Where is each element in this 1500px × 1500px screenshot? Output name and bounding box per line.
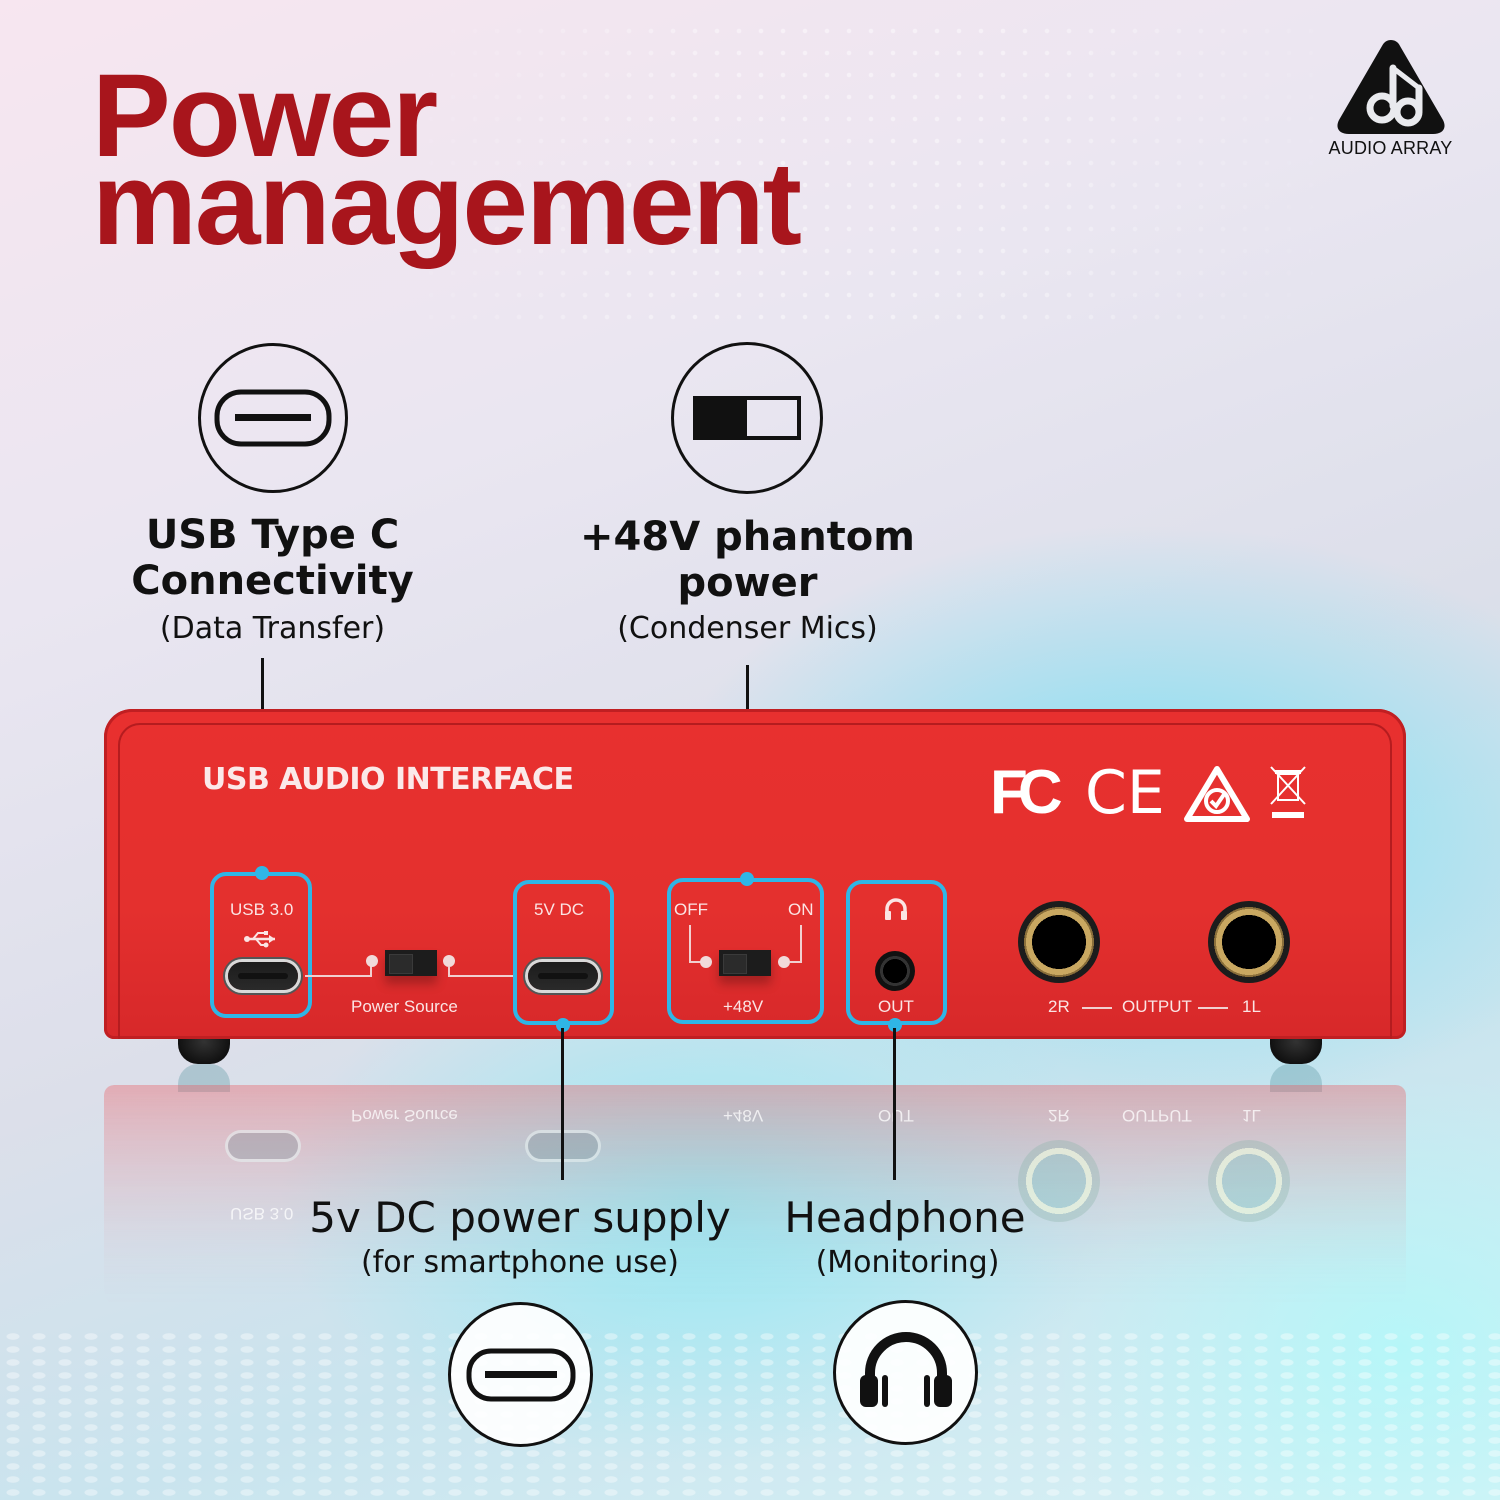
usb-c-port-icon <box>466 1348 575 1401</box>
power-source-trace-right <box>448 975 513 977</box>
device-label: USB AUDIO INTERFACE <box>202 762 574 797</box>
headphone-feature-badge <box>833 1300 978 1445</box>
phantom-label: +48V <box>723 997 764 1016</box>
headphone-callout-line <box>893 1028 896 1180</box>
power-source-pin-dc <box>443 955 455 967</box>
output-dash-left <box>1082 1007 1112 1009</box>
reflection-foot-right <box>1270 1064 1322 1092</box>
phantom-pin-on <box>778 956 790 968</box>
phantom-title-line-2: power <box>677 560 818 606</box>
usb-c-data-port[interactable] <box>228 962 298 990</box>
usb-c-title-line-1: USB Type C <box>145 512 400 558</box>
dc-callout-dot <box>556 1018 570 1032</box>
headphone-callout-dot <box>888 1018 902 1032</box>
audio-array-logo-icon <box>1336 40 1445 134</box>
power-source-trace-left-vert <box>370 966 372 977</box>
reflection-jack-2r <box>1018 1140 1100 1222</box>
usb-callout-dot <box>255 866 269 880</box>
phantom-pin-off <box>700 956 712 968</box>
output-1l-label: 1L <box>1242 997 1261 1016</box>
usb-c-feature-subtitle: (Data Transfer) <box>159 611 386 646</box>
phantom-trace-on-h <box>789 961 801 963</box>
device-foot-left <box>178 1036 230 1064</box>
phantom-off-label: OFF <box>674 900 708 919</box>
headphones-icon <box>885 898 907 920</box>
usb-c-feature-badge <box>198 343 348 493</box>
output-jack-1l[interactable] <box>1208 901 1290 983</box>
usb-c-title-line-2: Connectivity <box>131 558 414 604</box>
page-title: Power management <box>92 50 802 270</box>
reflection-usb-label: USB 3.0 <box>230 1204 294 1223</box>
headphone-feature-title: Headphone <box>784 1193 1026 1242</box>
phantom-callout-dot <box>740 872 754 886</box>
device-foot-right <box>1270 1036 1322 1064</box>
weee-bin-icon <box>1270 766 1306 818</box>
reflection-foot-left <box>178 1064 230 1092</box>
title-line-2: management <box>92 138 802 270</box>
dc-callout-line <box>561 1028 564 1180</box>
background-dot-pattern <box>420 20 1320 320</box>
phantom-trace-off <box>689 925 691 963</box>
reflection-output-label: OUTPUT <box>1122 1106 1192 1125</box>
power-source-trace-right-vert <box>448 966 450 977</box>
dc-port-label: 5V DC <box>534 900 585 919</box>
headphone-output-jack[interactable] <box>875 951 915 991</box>
output-dash-right <box>1198 1007 1228 1009</box>
power-source-switch[interactable] <box>385 950 437 976</box>
output-2r-label: 2R <box>1048 997 1070 1016</box>
phantom-on-label: ON <box>788 900 814 919</box>
phantom-power-feature-badge <box>671 342 823 494</box>
usb-port-label: USB 3.0 <box>230 900 294 919</box>
ce-mark-icon: CE <box>1085 758 1165 828</box>
output-jack-2r[interactable] <box>1018 901 1100 983</box>
device-reflection <box>104 1085 1406 1315</box>
background-floor-pattern <box>0 1330 1500 1500</box>
brand-logo: AUDIO ARRAY <box>1318 36 1463 159</box>
toggle-switch-icon <box>693 396 801 440</box>
reflection-usb-port <box>228 1133 298 1159</box>
dc-feature-subtitle: (for smartphone use) <box>360 1245 680 1280</box>
phantom-trace-on <box>800 925 802 963</box>
brand-name: AUDIO ARRAY <box>1328 138 1453 158</box>
reflection-1l-label: 1L <box>1242 1106 1261 1125</box>
dc-feature-title: 5v DC power supply <box>309 1193 731 1242</box>
usb-c-dc-power-port[interactable] <box>528 962 598 990</box>
rcm-mark-icon <box>1184 766 1250 822</box>
usb-c-feature-title: USB Type C Connectivity <box>110 512 435 604</box>
phantom-power-feature-title: +48V phantom power <box>560 514 935 606</box>
usb-trident-icon <box>244 931 275 948</box>
headphone-out-label: OUT <box>878 997 914 1016</box>
phantom-trace-off-h <box>689 961 701 963</box>
output-label: OUTPUT <box>1122 997 1192 1016</box>
headphone-feature-subtitle: (Monitoring) <box>815 1245 1000 1280</box>
power-source-trace-left <box>305 975 370 977</box>
phantom-power-feature-subtitle: (Condenser Mics) <box>617 611 878 646</box>
usb-c-port-icon <box>214 389 332 447</box>
device-bezel <box>118 723 1392 1039</box>
phantom-title-line-1: +48V phantom <box>580 514 915 560</box>
reflection-jack-1l <box>1208 1140 1290 1222</box>
power-source-label: Power Source <box>351 997 458 1016</box>
reflection-power-source-label: Power Source <box>351 1106 458 1125</box>
fcc-mark-icon: FC <box>990 758 1063 827</box>
power-source-pin-usb <box>366 955 378 967</box>
reflection-2r-label: 2R <box>1048 1106 1070 1125</box>
title-line-1: Power <box>92 50 438 182</box>
reflection-phantom-label: +48V <box>723 1106 764 1125</box>
usb-audio-interface-device <box>104 709 1406 1039</box>
phantom-power-switch[interactable] <box>719 950 771 976</box>
dc-feature-badge <box>448 1302 593 1447</box>
headphones-icon <box>859 1331 952 1407</box>
